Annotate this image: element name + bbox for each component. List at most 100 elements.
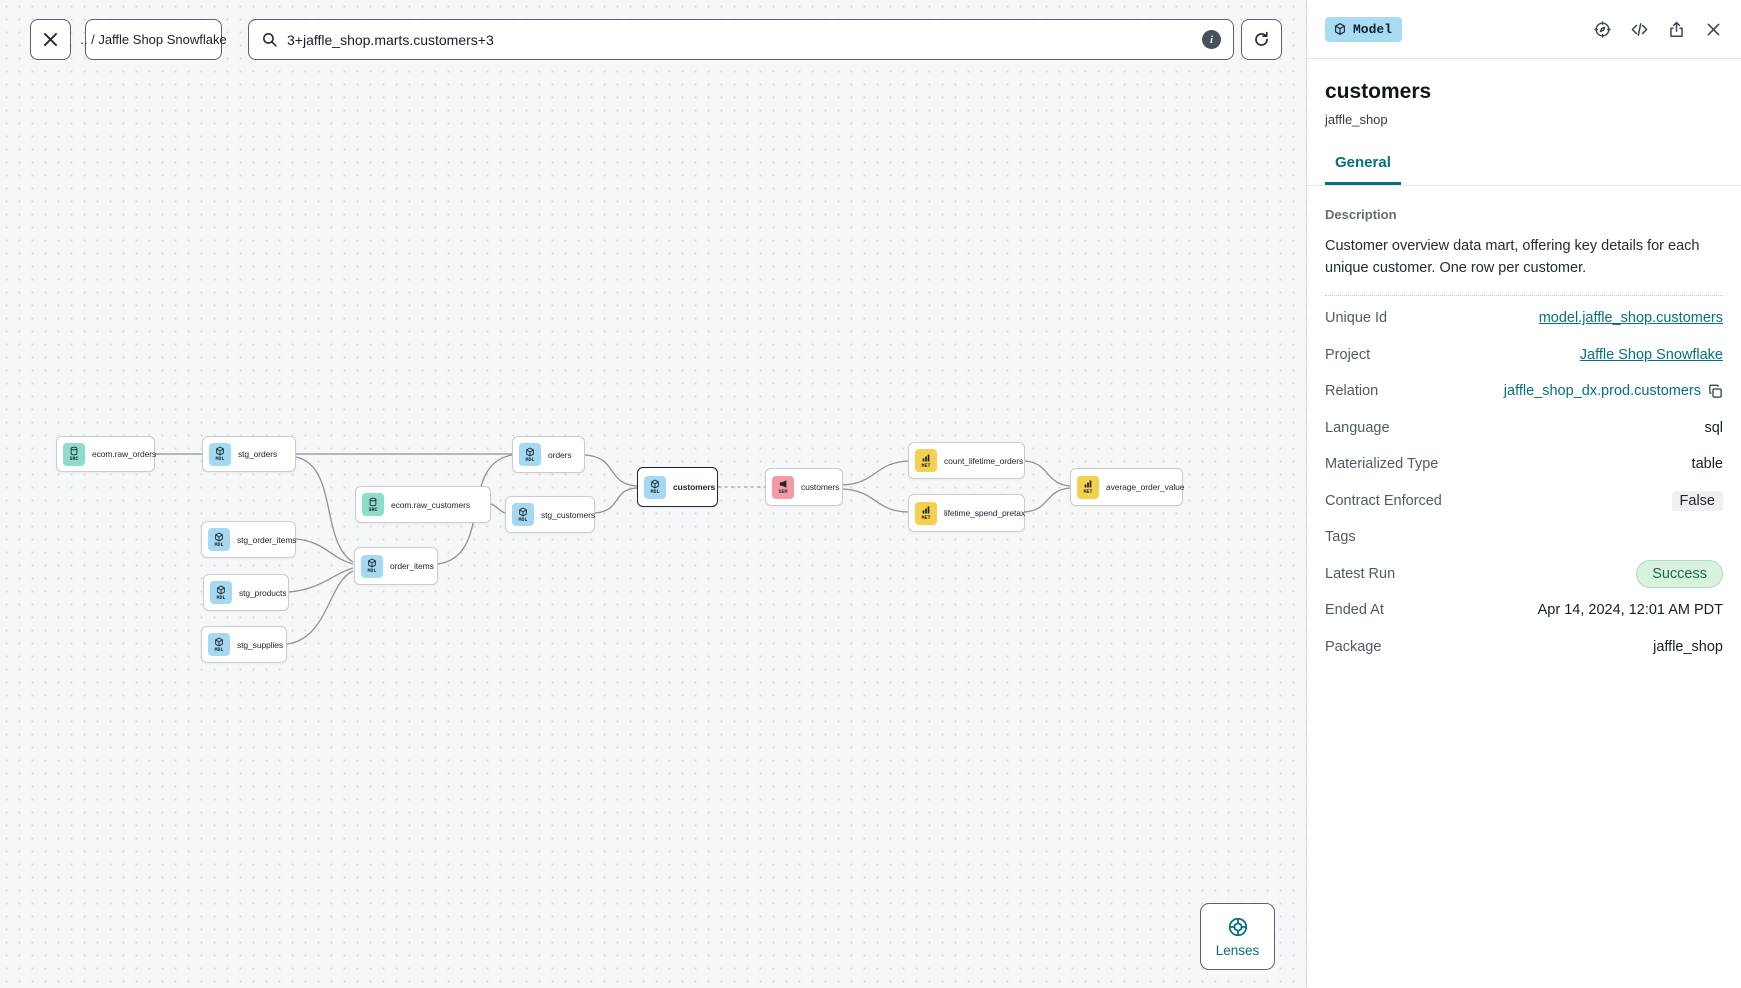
field-value: Apr 14, 2024, 12:01 AM PDT bbox=[1537, 602, 1723, 619]
field-label: Relation bbox=[1325, 383, 1379, 400]
lineage-edges bbox=[155, 453, 1071, 645]
lenses-label: Lenses bbox=[1215, 942, 1260, 958]
graph-node-order-items[interactable]: MDL order_items bbox=[354, 547, 438, 585]
divider bbox=[1325, 294, 1723, 296]
tab-general[interactable]: General bbox=[1325, 154, 1401, 185]
node-label: stg_orders bbox=[238, 449, 278, 459]
graph-node-stg-products[interactable]: MDL stg_products bbox=[203, 574, 289, 611]
node-label: orders bbox=[548, 449, 572, 460]
lineage-edge bbox=[584, 454, 638, 487]
lenses-button[interactable]: Lenses bbox=[1200, 903, 1275, 970]
explore-lineage-button[interactable] bbox=[1593, 20, 1612, 39]
bar-chart-icon: MET bbox=[1077, 475, 1099, 499]
field-label: Ended At bbox=[1325, 602, 1384, 619]
node-label: customers bbox=[801, 482, 840, 492]
panel-header: Model bbox=[1307, 0, 1741, 59]
node-label: stg_customers bbox=[541, 509, 595, 520]
field-row: Unique Id model.jaffle_shop.customers bbox=[1325, 300, 1723, 337]
info-icon[interactable]: i bbox=[1202, 30, 1221, 49]
panel-tabs: General bbox=[1307, 154, 1741, 186]
node-label: order_items bbox=[390, 561, 434, 571]
cube-icon bbox=[1335, 23, 1345, 35]
project-subtitle: jaffle_shop bbox=[1325, 112, 1388, 127]
node-label: stg_order_items bbox=[237, 534, 297, 545]
lineage-edge bbox=[594, 487, 638, 514]
status-badge: Success bbox=[1636, 559, 1723, 588]
graph-node-customers-semantic[interactable]: SEM customers bbox=[765, 468, 843, 506]
lineage-edge bbox=[1024, 460, 1071, 487]
field-value: jaffle_shop bbox=[1653, 638, 1723, 655]
node-label: lifetime_spend_pretax bbox=[944, 508, 1026, 518]
cube-icon: MDL bbox=[209, 442, 231, 466]
search-input[interactable] bbox=[287, 31, 1193, 48]
resource-type-badge: Model bbox=[1325, 16, 1403, 42]
share-button[interactable] bbox=[1667, 20, 1686, 39]
field-row: Language sql bbox=[1325, 409, 1723, 446]
description-label: Description bbox=[1325, 207, 1397, 222]
lineage-edge bbox=[842, 488, 909, 513]
copy-icon[interactable] bbox=[1708, 384, 1723, 399]
search-icon bbox=[263, 33, 277, 47]
cube-icon: MDL bbox=[519, 443, 541, 466]
close-icon bbox=[1707, 23, 1720, 35]
close-icon bbox=[44, 33, 57, 46]
graph-node-stg-orders[interactable]: MDL stg_orders bbox=[202, 436, 296, 472]
lineage-edge bbox=[288, 567, 354, 593]
field-label: Tags bbox=[1325, 529, 1356, 546]
details-panel: Model customers jaffle_shop General Desc… bbox=[1306, 0, 1741, 988]
close-lineage-button[interactable] bbox=[30, 19, 71, 60]
field-row: Tags bbox=[1325, 519, 1723, 556]
lineage-edge bbox=[286, 570, 354, 645]
lineage-edge bbox=[842, 460, 909, 486]
view-code-button[interactable] bbox=[1630, 20, 1649, 39]
graph-node-stg-order-items[interactable]: MDL stg_order_items bbox=[201, 521, 297, 558]
breadcrumb[interactable]: .. / Jaffle Shop Snowflake bbox=[80, 19, 227, 60]
field-label: Language bbox=[1325, 419, 1390, 436]
description-text: Customer overview data mart, offering ke… bbox=[1325, 238, 1700, 277]
field-value: sql bbox=[1704, 419, 1723, 436]
node-label: average_order_value bbox=[1106, 482, 1185, 492]
refresh-icon bbox=[1255, 31, 1268, 46]
node-label: ecom.raw_customers bbox=[391, 499, 470, 510]
lineage-search[interactable]: i bbox=[248, 19, 1234, 60]
page-title: customers bbox=[1325, 80, 1432, 103]
cube-icon: MDL bbox=[361, 554, 383, 578]
node-label: ecom.raw_orders bbox=[92, 449, 157, 459]
graph-node-average-order-value[interactable]: MET average_order_value bbox=[1070, 468, 1185, 506]
field-value: table bbox=[1691, 456, 1723, 473]
field-label: Unique Id bbox=[1325, 310, 1388, 327]
node-label: stg_products bbox=[239, 587, 287, 598]
graph-node-orders[interactable]: MDL orders bbox=[512, 436, 585, 473]
field-label: Package bbox=[1325, 638, 1382, 655]
database-icon: SRC bbox=[63, 442, 85, 466]
node-label: count_lifetime_orders bbox=[944, 455, 1024, 466]
resource-type-label: Model bbox=[1353, 21, 1393, 37]
lineage-edge bbox=[295, 538, 354, 565]
close-panel-button[interactable] bbox=[1704, 20, 1723, 39]
field-link[interactable]: Jaffle Shop Snowflake bbox=[1579, 346, 1723, 363]
field-label: Project bbox=[1325, 346, 1371, 363]
cube-icon: MDL bbox=[208, 633, 230, 656]
graph-node-ecom-raw-orders[interactable]: SRC ecom.raw_orders bbox=[56, 436, 157, 472]
cube-icon: MDL bbox=[210, 581, 232, 604]
field-row: Ended At Apr 14, 2024, 12:01 AM PDT bbox=[1325, 592, 1723, 629]
field-link[interactable]: model.jaffle_shop.customers bbox=[1538, 310, 1723, 327]
explore-compass-icon bbox=[1594, 20, 1611, 38]
field-row: Package jaffle_shop bbox=[1325, 628, 1723, 665]
refresh-button[interactable] bbox=[1241, 19, 1282, 60]
aperture-icon bbox=[1228, 917, 1247, 936]
megaphone-icon: SEM bbox=[772, 475, 794, 499]
field-label: Contract Enforced bbox=[1325, 492, 1442, 509]
cube-icon: MDL bbox=[208, 528, 230, 551]
